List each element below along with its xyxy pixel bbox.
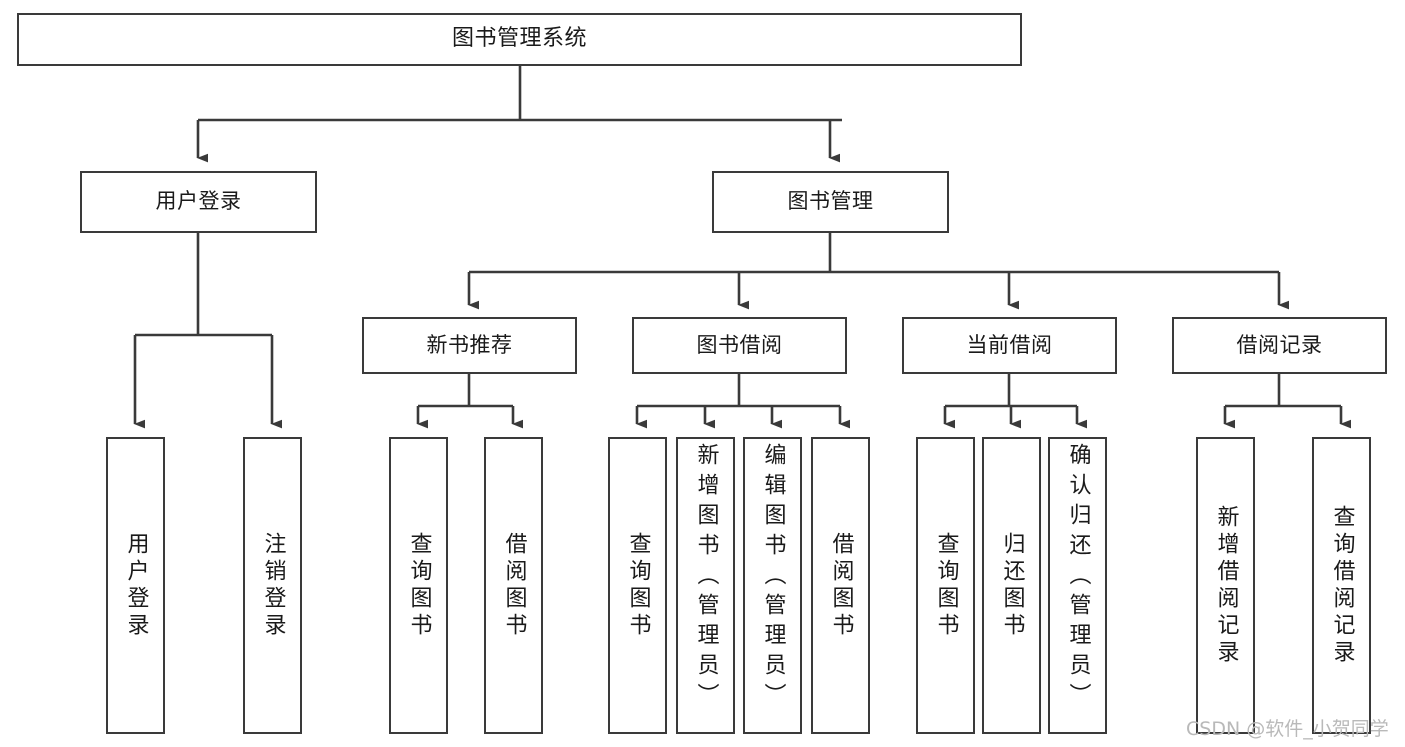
leaf-current-query-book-label: 查询图书	[933, 531, 959, 640]
node-root-system[interactable]: 图书管理系统	[17, 13, 1022, 66]
leaf-user-login-login-label: 用户登录	[123, 531, 149, 640]
node-new-book-recommend[interactable]: 新书推荐	[362, 317, 577, 374]
node-new-book-recommend-label: 新书推荐	[426, 332, 513, 357]
leaf-user-login-logout-label: 注销登录	[260, 531, 286, 640]
leaf-new-book-query-label: 查询图书	[406, 531, 432, 640]
node-book-management[interactable]: 图书管理	[712, 171, 949, 233]
leaf-new-book-query[interactable]: 查询图书	[389, 437, 448, 734]
node-book-borrow-label: 图书借阅	[696, 332, 783, 357]
leaf-borrow-query-book-label: 查询图书	[625, 531, 651, 640]
leaf-borrow-query-book[interactable]: 查询图书	[608, 437, 667, 734]
leaf-user-login-logout[interactable]: 注销登录	[243, 437, 302, 734]
leaf-borrow-borrow-book-label: 借阅图书	[828, 531, 854, 640]
leaf-user-login-login[interactable]: 用户登录	[106, 437, 165, 734]
leaf-record-add[interactable]: 新增借阅记录	[1196, 437, 1255, 734]
node-user-login[interactable]: 用户登录	[80, 171, 317, 233]
node-borrow-record[interactable]: 借阅记录	[1172, 317, 1387, 374]
node-book-management-label: 图书管理	[787, 189, 874, 214]
watermark-text: CSDN @软件_小贺同学	[1186, 718, 1389, 740]
leaf-current-return-book[interactable]: 归还图书	[982, 437, 1041, 734]
leaf-borrow-edit-book[interactable]: 编辑图书（管理员）	[743, 437, 802, 734]
node-root-system-label: 图书管理系统	[451, 26, 587, 52]
leaf-borrow-borrow-book[interactable]: 借阅图书	[811, 437, 870, 734]
leaf-record-query[interactable]: 查询借阅记录	[1312, 437, 1371, 734]
node-book-borrow[interactable]: 图书借阅	[632, 317, 847, 374]
leaf-borrow-add-book[interactable]: 新增图书（管理员）	[676, 437, 735, 734]
node-user-login-label: 用户登录	[155, 189, 242, 214]
leaf-borrow-edit-book-label: 编辑图书（管理员）	[760, 443, 786, 713]
leaf-current-return-book-label: 归还图书	[999, 531, 1025, 640]
leaf-new-book-borrow-label: 借阅图书	[501, 531, 527, 640]
leaf-record-query-label: 查询借阅记录	[1329, 504, 1355, 667]
leaf-current-confirm-return-label: 确认归还（管理员）	[1065, 443, 1091, 713]
leaf-current-query-book[interactable]: 查询图书	[916, 437, 975, 734]
node-current-borrow[interactable]: 当前借阅	[902, 317, 1117, 374]
leaf-new-book-borrow[interactable]: 借阅图书	[484, 437, 543, 734]
leaf-record-add-label: 新增借阅记录	[1213, 504, 1239, 667]
leaf-borrow-add-book-label: 新增图书（管理员）	[693, 443, 719, 713]
node-current-borrow-label: 当前借阅	[966, 332, 1053, 357]
leaf-current-confirm-return[interactable]: 确认归还（管理员）	[1048, 437, 1107, 734]
node-borrow-record-label: 借阅记录	[1236, 332, 1323, 357]
